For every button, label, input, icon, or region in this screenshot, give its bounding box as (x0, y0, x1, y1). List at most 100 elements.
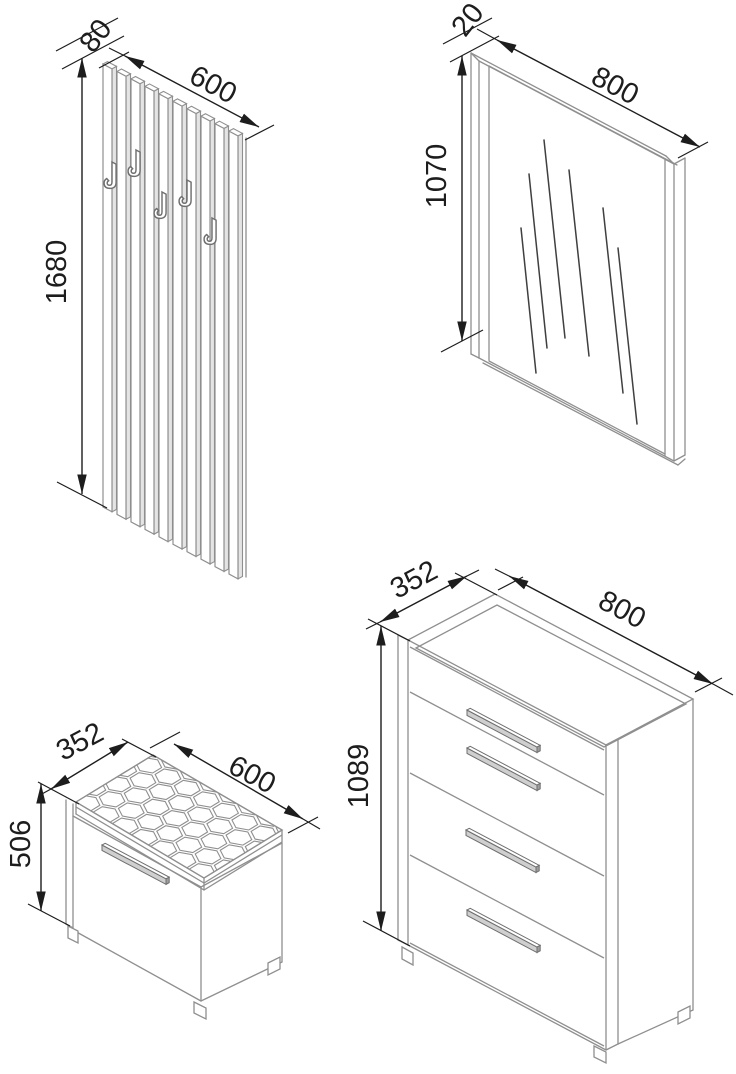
reflection-line (528, 173, 548, 349)
drawer-separation (409, 942, 605, 1047)
chest-depth-dim-line (379, 575, 468, 623)
honeycomb-cell (114, 800, 149, 821)
slat-front-face (102, 62, 113, 513)
honeycomb-cell (152, 823, 187, 844)
bench-width-dim-line (173, 743, 304, 820)
slat-side-face (111, 65, 118, 513)
slat-front-face (200, 115, 211, 565)
chest-foot (677, 1004, 691, 1026)
honeycomb-cell (45, 796, 80, 817)
honeycomb-cell (266, 835, 301, 856)
slat-panel (101, 60, 244, 580)
panel-height-label: 1680 (41, 240, 73, 305)
chest-top-recess (414, 604, 688, 748)
drawer-separation (409, 854, 605, 959)
honeycomb-cell (222, 827, 257, 848)
slat-top-face (227, 128, 244, 137)
chest-dimensions: 352 800 1089 (343, 555, 734, 947)
drawer-handle (464, 827, 541, 868)
slat-side-face (153, 87, 160, 536)
slat-side-face (167, 95, 174, 543)
slat-front-face (116, 70, 127, 521)
reflection-line (543, 139, 566, 339)
mirror-depth-label: 20 (445, 0, 490, 43)
drawer-handle (465, 829, 537, 874)
honeycomb-cell (316, 827, 351, 848)
slat-front-face (130, 77, 141, 528)
honeycomb-cell (285, 846, 320, 867)
slat-front-face (228, 130, 239, 580)
chest-depth-label: 352 (385, 555, 443, 606)
chest-width-dim-line (508, 575, 714, 685)
bench-handle (165, 876, 170, 886)
mirror-drawing: 20 800 1070 (421, 0, 709, 466)
slat-side-face (181, 102, 188, 550)
drawer-handle (465, 745, 542, 786)
bench-body (65, 799, 283, 1021)
chest-drawer-handles (464, 707, 542, 954)
mirror-glass-reflections (520, 139, 638, 425)
drawer-handle (536, 782, 541, 792)
coat-hook (203, 216, 217, 246)
panel-width-label: 600 (184, 60, 242, 111)
drawer-handle (535, 864, 540, 874)
honeycomb-cell (126, 770, 161, 791)
honeycomb-cell (254, 865, 289, 886)
slat-side-face (209, 117, 216, 565)
slat-front-face (214, 122, 225, 573)
honeycomb-cell (291, 831, 326, 852)
panel-depth-label: 80 (73, 13, 118, 58)
honeycomb-cell (272, 820, 307, 841)
shoe-bench-drawing: 352 600 506 (5, 717, 351, 1021)
bench-foot (267, 955, 281, 977)
coat-rack-panel-drawing: 80 600 1680 (41, 13, 275, 580)
bench-foot (67, 924, 79, 945)
coat-hook (127, 148, 141, 178)
honeycomb-cell (139, 797, 174, 818)
drawer-separation (409, 772, 605, 877)
coat-hooks (103, 148, 217, 246)
honeycomb-cell (191, 846, 226, 867)
honeycomb-cell (218, 899, 253, 920)
bench-height-label: 506 (5, 820, 37, 868)
drawer-handle (465, 907, 542, 948)
honeycomb-cell (198, 888, 233, 909)
honeycomb-cell (223, 884, 258, 905)
coat-hook (153, 190, 167, 220)
coat-hook (178, 178, 192, 208)
mirror-width-dim-line (496, 39, 701, 148)
drawer-handle (536, 744, 541, 754)
chest-width-label: 800 (593, 585, 651, 636)
honeycomb-cell (133, 812, 168, 833)
drawer-chest-drawing: 352 800 1089 (343, 555, 734, 1065)
honeycomb-cell (120, 785, 155, 806)
drawer-separation (409, 646, 605, 751)
drawer-separation (409, 691, 605, 796)
drawer-handle (466, 709, 538, 754)
bench-foot (193, 1000, 207, 1021)
honeycomb-cell (279, 861, 314, 882)
bench-door-handle (100, 842, 171, 886)
slat-front-face (186, 107, 197, 558)
bench-width-label: 600 (223, 750, 281, 801)
honeycomb-cell (197, 831, 232, 852)
panel-width-dim-line (124, 55, 260, 128)
honeycomb-cell (248, 880, 283, 901)
coat-hook (103, 160, 117, 190)
honeycomb-cell (158, 808, 193, 829)
bench-cushion-piping (75, 801, 283, 891)
chest-foot (401, 945, 414, 967)
slat-side-face (125, 72, 132, 521)
reflection-line (602, 207, 624, 394)
bench-depth-label: 352 (51, 717, 109, 768)
honeycomb-cell (172, 834, 207, 855)
slat-front-face (158, 92, 169, 543)
honeycomb-cell (95, 789, 130, 810)
slat-side-face (139, 80, 146, 528)
slat-front-face (144, 85, 155, 536)
bench-depth-dim-line (50, 741, 129, 790)
bench-handle (101, 844, 167, 886)
slat-side-face (195, 110, 202, 558)
